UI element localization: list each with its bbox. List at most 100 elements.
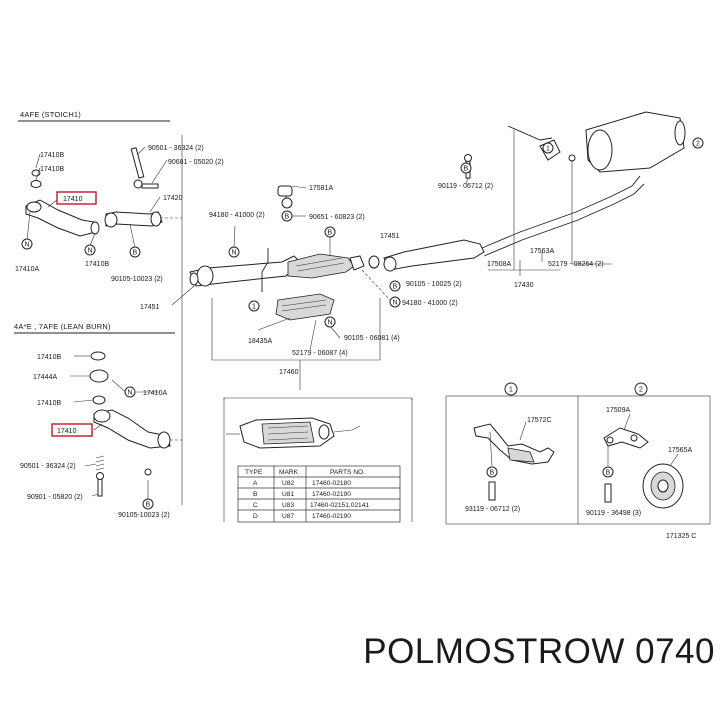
tail-pipe-flange [383,256,397,272]
nut-17410B-b [30,180,42,188]
table-cell: U87 [282,513,294,520]
highlight-17410-mid[interactable] [51,423,93,437]
table-cell: 17460-02190 [312,513,351,520]
callout-b-top-left[interactable]: B [129,246,141,258]
tail-pipe-rear [481,175,641,249]
label-17508A: 17508A [487,261,511,268]
heat-shield-18435A [275,293,335,321]
front-pipe-stoich-group [25,146,182,249]
label-93119: 93119 - 06712 (2) [465,506,520,513]
detail-1-group: 1 B [473,382,555,501]
label-17410B-c: 17410B [85,261,109,268]
table-cell: U83 [282,502,294,509]
table-header-parts-no: PARTS NO. [330,469,365,476]
label-17565A: 17565A [668,447,692,454]
stud-90501 [130,147,145,179]
highlight-17410-top[interactable] [56,191,97,205]
callout-b-center-right[interactable]: B [389,280,401,292]
table-cell: 17460-02151,02141 [310,502,369,509]
callout-n-center-right[interactable]: N [389,296,401,308]
bolt-90105-bottom [144,468,152,476]
label-17410A-top: 17410A [15,266,39,273]
catalytic-converter [287,253,355,279]
label-17410B-a: 17410B [40,152,64,159]
svg-text:2: 2 [696,141,700,148]
table-header-mark: MARK [279,469,299,476]
callout-1-detail[interactable]: 1 [504,382,518,396]
svg-text:1: 1 [252,304,256,311]
front-pipe-mid-flange [93,409,111,423]
callout-b-center-top[interactable]: B [324,226,336,238]
callout-n-center[interactable]: N [228,246,240,258]
label-17444A: 17444A [33,374,57,381]
svg-text:N: N [128,390,133,397]
label-17410B-d: 17410B [37,354,61,361]
label-90105-06061: 90105 - 06081 (4) [344,335,400,342]
svg-text:B: B [606,470,611,477]
center-pipe-group [171,185,381,390]
callout-1-right[interactable]: 1 [542,142,554,154]
label-17410B-b: 17410B [40,166,64,173]
callout-n-top-left[interactable]: N [21,238,33,250]
tail-pipe-17430 [383,239,485,271]
label-90681-top: 90681 - 05020 (2) [168,159,224,166]
callout-b-lean[interactable]: B [142,498,154,510]
label-17451-left: 17451 [140,304,160,311]
label-90501-top: 90501 - 36324 (2) [148,145,204,152]
label-90901: 90901 - 05820 (2) [27,494,83,501]
front-pipe-mid-end [157,431,171,449]
callout-b-center-bracket[interactable]: B [281,210,293,222]
table-cell: 17460-02180 [312,480,351,487]
muffler-front [587,129,613,171]
hanger-rod [261,248,269,292]
parts-table: TYPE MARK PARTS NO. A U82 17460-02180 B … [237,465,401,523]
callout-n-center-shield[interactable]: N [324,316,336,328]
pipe-17420-end [150,211,162,227]
spring-90501 [95,455,105,471]
label-17410-top: 17410 [63,196,83,203]
callout-n-top-left-2[interactable]: N [84,244,96,256]
callout-b-right[interactable]: B [460,162,472,174]
svg-text:B: B [464,166,469,173]
figure-code: 171325 C [666,533,696,540]
svg-text:B: B [490,470,495,477]
label-90105-mid: 90105 - 10025 (2) [406,281,462,288]
svg-text:N: N [88,248,93,255]
gasket-17451-right [368,255,380,269]
pipe-17420-flange [104,212,118,228]
label-90501-mid: 90501 - 36324 (2) [20,463,76,470]
callout-2-detail[interactable]: 2 [634,382,648,396]
table-header-type: TYPE [245,469,263,476]
pipe-gasket-top [90,221,100,235]
label-17420: 17420 [163,195,183,202]
table-cell: 17460-02190 [312,491,351,498]
bolt-90681 [141,183,159,189]
table-cell: D [253,513,258,520]
callout-1-center[interactable]: 1 [248,300,260,312]
label-17581A: 17581A [309,185,333,192]
callout-b-detail-2[interactable]: B [602,466,614,478]
callout-b-detail-1[interactable]: B [486,466,498,478]
table-cell: C [253,502,258,509]
table-cell: A [253,480,258,487]
table-cell: U82 [282,480,294,487]
svg-text:2: 2 [639,387,643,394]
svg-text:N: N [25,242,30,249]
label-90105-top: 90105-10023 (2) [111,276,163,283]
svg-text:1: 1 [509,387,513,394]
muffler-outlet [674,120,686,146]
gasket-17444A [89,369,109,383]
clamp-17581A [277,185,293,197]
nut-17410B-d [90,351,106,361]
section-title-stoich: 4AFE (STOICH1) [20,110,81,119]
label-52179-right: 52179 - 08264 (2) [548,261,604,268]
label-17451-right: 17451 [380,233,400,240]
callout-2-right[interactable]: 2 [692,137,704,149]
svg-text:N: N [393,300,398,307]
center-pipe-bracket [211,298,381,361]
label-90105-bottom: 90105-10023 (2) [118,512,170,519]
callout-n-lean[interactable]: N [124,386,136,398]
label-18435A: 18435A [248,338,272,345]
detail-box [445,395,711,525]
